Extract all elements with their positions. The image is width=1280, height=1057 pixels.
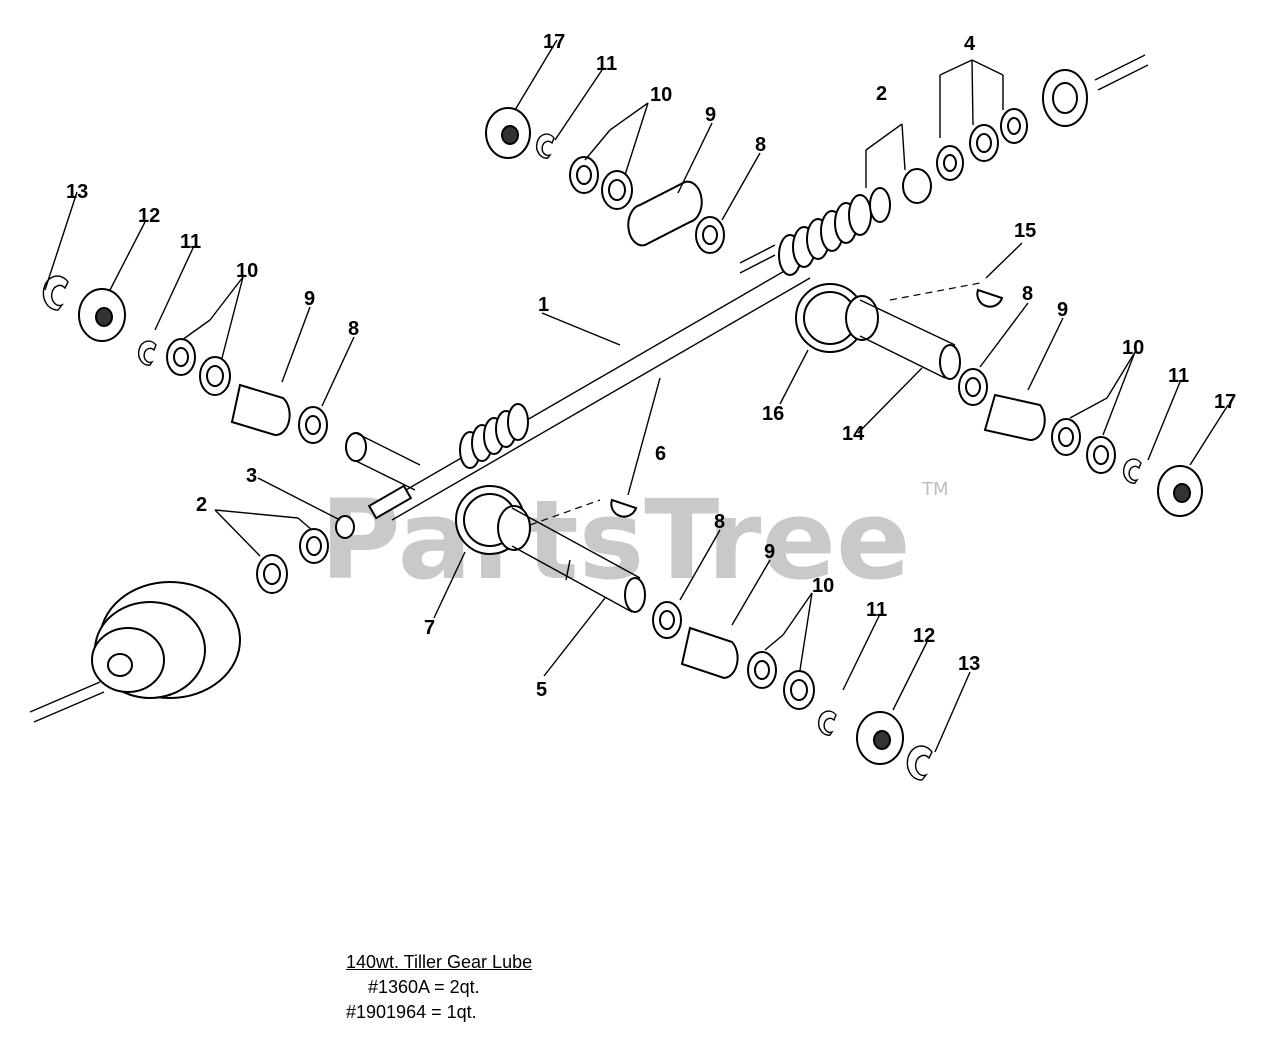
callout-10-right: 10 [1122, 337, 1144, 359]
callout-labels: 1 2 2 3 4 5 6 7 8 8 8 8 9 9 9 9 10 10 10… [66, 31, 1236, 701]
callout-5: 5 [536, 679, 547, 701]
worm-shaft [367, 187, 891, 521]
watermark-text: PartsTree [320, 476, 911, 604]
callout-13-left: 13 [66, 181, 88, 203]
callout-13-bottom: 13 [958, 653, 980, 675]
callout-9-left: 9 [304, 288, 315, 310]
lube-note: 140wt. Tiller Gear Lube #1360A = 2qt. #1… [346, 950, 532, 1025]
callout-11-left: 11 [180, 231, 201, 253]
callout-15: 15 [1014, 220, 1036, 242]
callout-9-top: 9 [705, 104, 716, 126]
lube-note-line-1: #1360A = 2qt. [368, 977, 480, 997]
lower-output-shaft [256, 485, 933, 781]
callout-11-top: 11 [596, 53, 617, 75]
callout-8-top: 8 [755, 134, 766, 156]
callout-12-bottom: 12 [913, 625, 935, 647]
callout-4: 4 [964, 33, 976, 55]
lube-note-line-2: #1901964 = 1qt. [346, 1002, 477, 1022]
callout-3: 3 [246, 465, 257, 487]
callout-9-bottom: 9 [764, 541, 775, 563]
callout-14: 14 [842, 423, 865, 445]
upper-right-assembly [485, 54, 1149, 254]
callout-2-upper: 2 [876, 83, 887, 105]
pulley [29, 581, 241, 723]
callout-9-right: 9 [1057, 299, 1068, 321]
callout-10-top: 10 [650, 84, 672, 106]
leader-lines [44, 39, 1229, 753]
callout-16: 16 [762, 403, 784, 425]
left-assembly [42, 275, 421, 491]
watermark-trademark: TM [921, 479, 949, 500]
callout-8-bottom: 8 [714, 511, 725, 533]
callout-8-left: 8 [348, 318, 359, 340]
callout-8-right: 8 [1022, 283, 1033, 305]
callout-1: 1 [538, 294, 549, 316]
callout-11-bottom: 11 [866, 599, 887, 621]
callout-12-left: 12 [138, 205, 160, 227]
callout-17-right: 17 [1214, 391, 1236, 413]
callout-2-lower: 2 [196, 494, 207, 516]
lube-note-title: 140wt. Tiller Gear Lube [346, 952, 533, 972]
upper-output-shaft [795, 282, 1203, 517]
callout-17-top: 17 [543, 31, 565, 53]
callout-7: 7 [424, 617, 435, 639]
callout-11-right: 11 [1168, 365, 1189, 387]
callout-6: 6 [655, 443, 666, 465]
callout-10-left: 10 [236, 260, 258, 282]
callout-10-bottom: 10 [812, 575, 834, 597]
